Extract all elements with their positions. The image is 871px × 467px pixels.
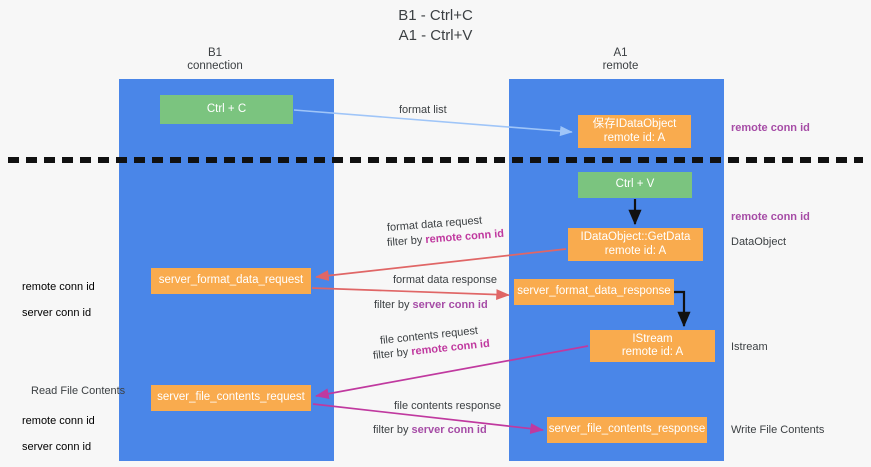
edge-file-contents-response [312,403,544,434]
edge-response-to-istream [674,290,691,328]
filter-prefix: filter by [373,424,412,436]
column-header-a1: A1 remote [602,47,639,72]
edge-label-format-list: format list [399,104,447,116]
annotation-conn-id-pair-bottom: remote conn id server conn id [22,402,95,467]
edge-label-file-contents-response: file contents response [394,400,502,412]
edge-file-contents-request [315,345,589,400]
edge-label-file-contents-response-filter: filter by server conn id [373,423,487,437]
annotation-server-conn-id: server conn id [22,441,92,453]
edge-format-data-request [315,248,567,281]
node-server-format-data-request[interactable]: server_format_data_request [151,268,311,294]
annotation-dataobject: DataObject [731,236,787,248]
page-title: B1 - Ctrl+C A1 - Ctrl+V [398,7,473,44]
node-server-format-data-response[interactable]: server_format_data_response [514,279,674,305]
filter-prefix: filter by [374,299,413,311]
node-idataobject-getdata[interactable]: IDataObject::GetData remote id: A [568,228,703,261]
annotation-read-file-contents: Read File Contents [31,385,126,397]
edge-label-format-data-response: format data response [393,274,497,286]
node-server-file-contents-response[interactable]: server_file_contents_response [547,417,707,443]
filter-key-server-conn-id: server conn id [411,424,487,436]
annotation-remote-conn-id: remote conn id [22,415,95,427]
annotation-conn-id-pair-top: remote conn id server conn id [22,268,95,333]
node-ctrl-v[interactable]: Ctrl + V [578,172,692,198]
node-istream[interactable]: IStream remote id: A [590,330,715,362]
filter-key-server-conn-id: server conn id [412,299,488,311]
edge-format-data-response [311,287,510,300]
node-ctrl-c[interactable]: Ctrl + C [160,95,293,124]
edge-format-list [293,109,573,137]
annotation-server-conn-id: server conn id [22,307,92,319]
annotation-remote-conn-id-mid: remote conn id [731,211,810,223]
annotation-remote-conn-id: remote conn id [22,281,95,293]
annotation-write-file-contents: Write File Contents [731,424,825,436]
annotation-istream: Istream [731,341,768,353]
node-server-file-contents-request[interactable]: server_file_contents_request [151,385,311,411]
node-save-idataobject[interactable]: 保存IDataObject remote id: A [578,115,691,148]
edge-label-format-data-response-filter: filter by server conn id [374,298,488,312]
annotation-remote-conn-id-top: remote conn id [731,122,810,134]
column-header-b1: B1 connection [187,47,243,72]
